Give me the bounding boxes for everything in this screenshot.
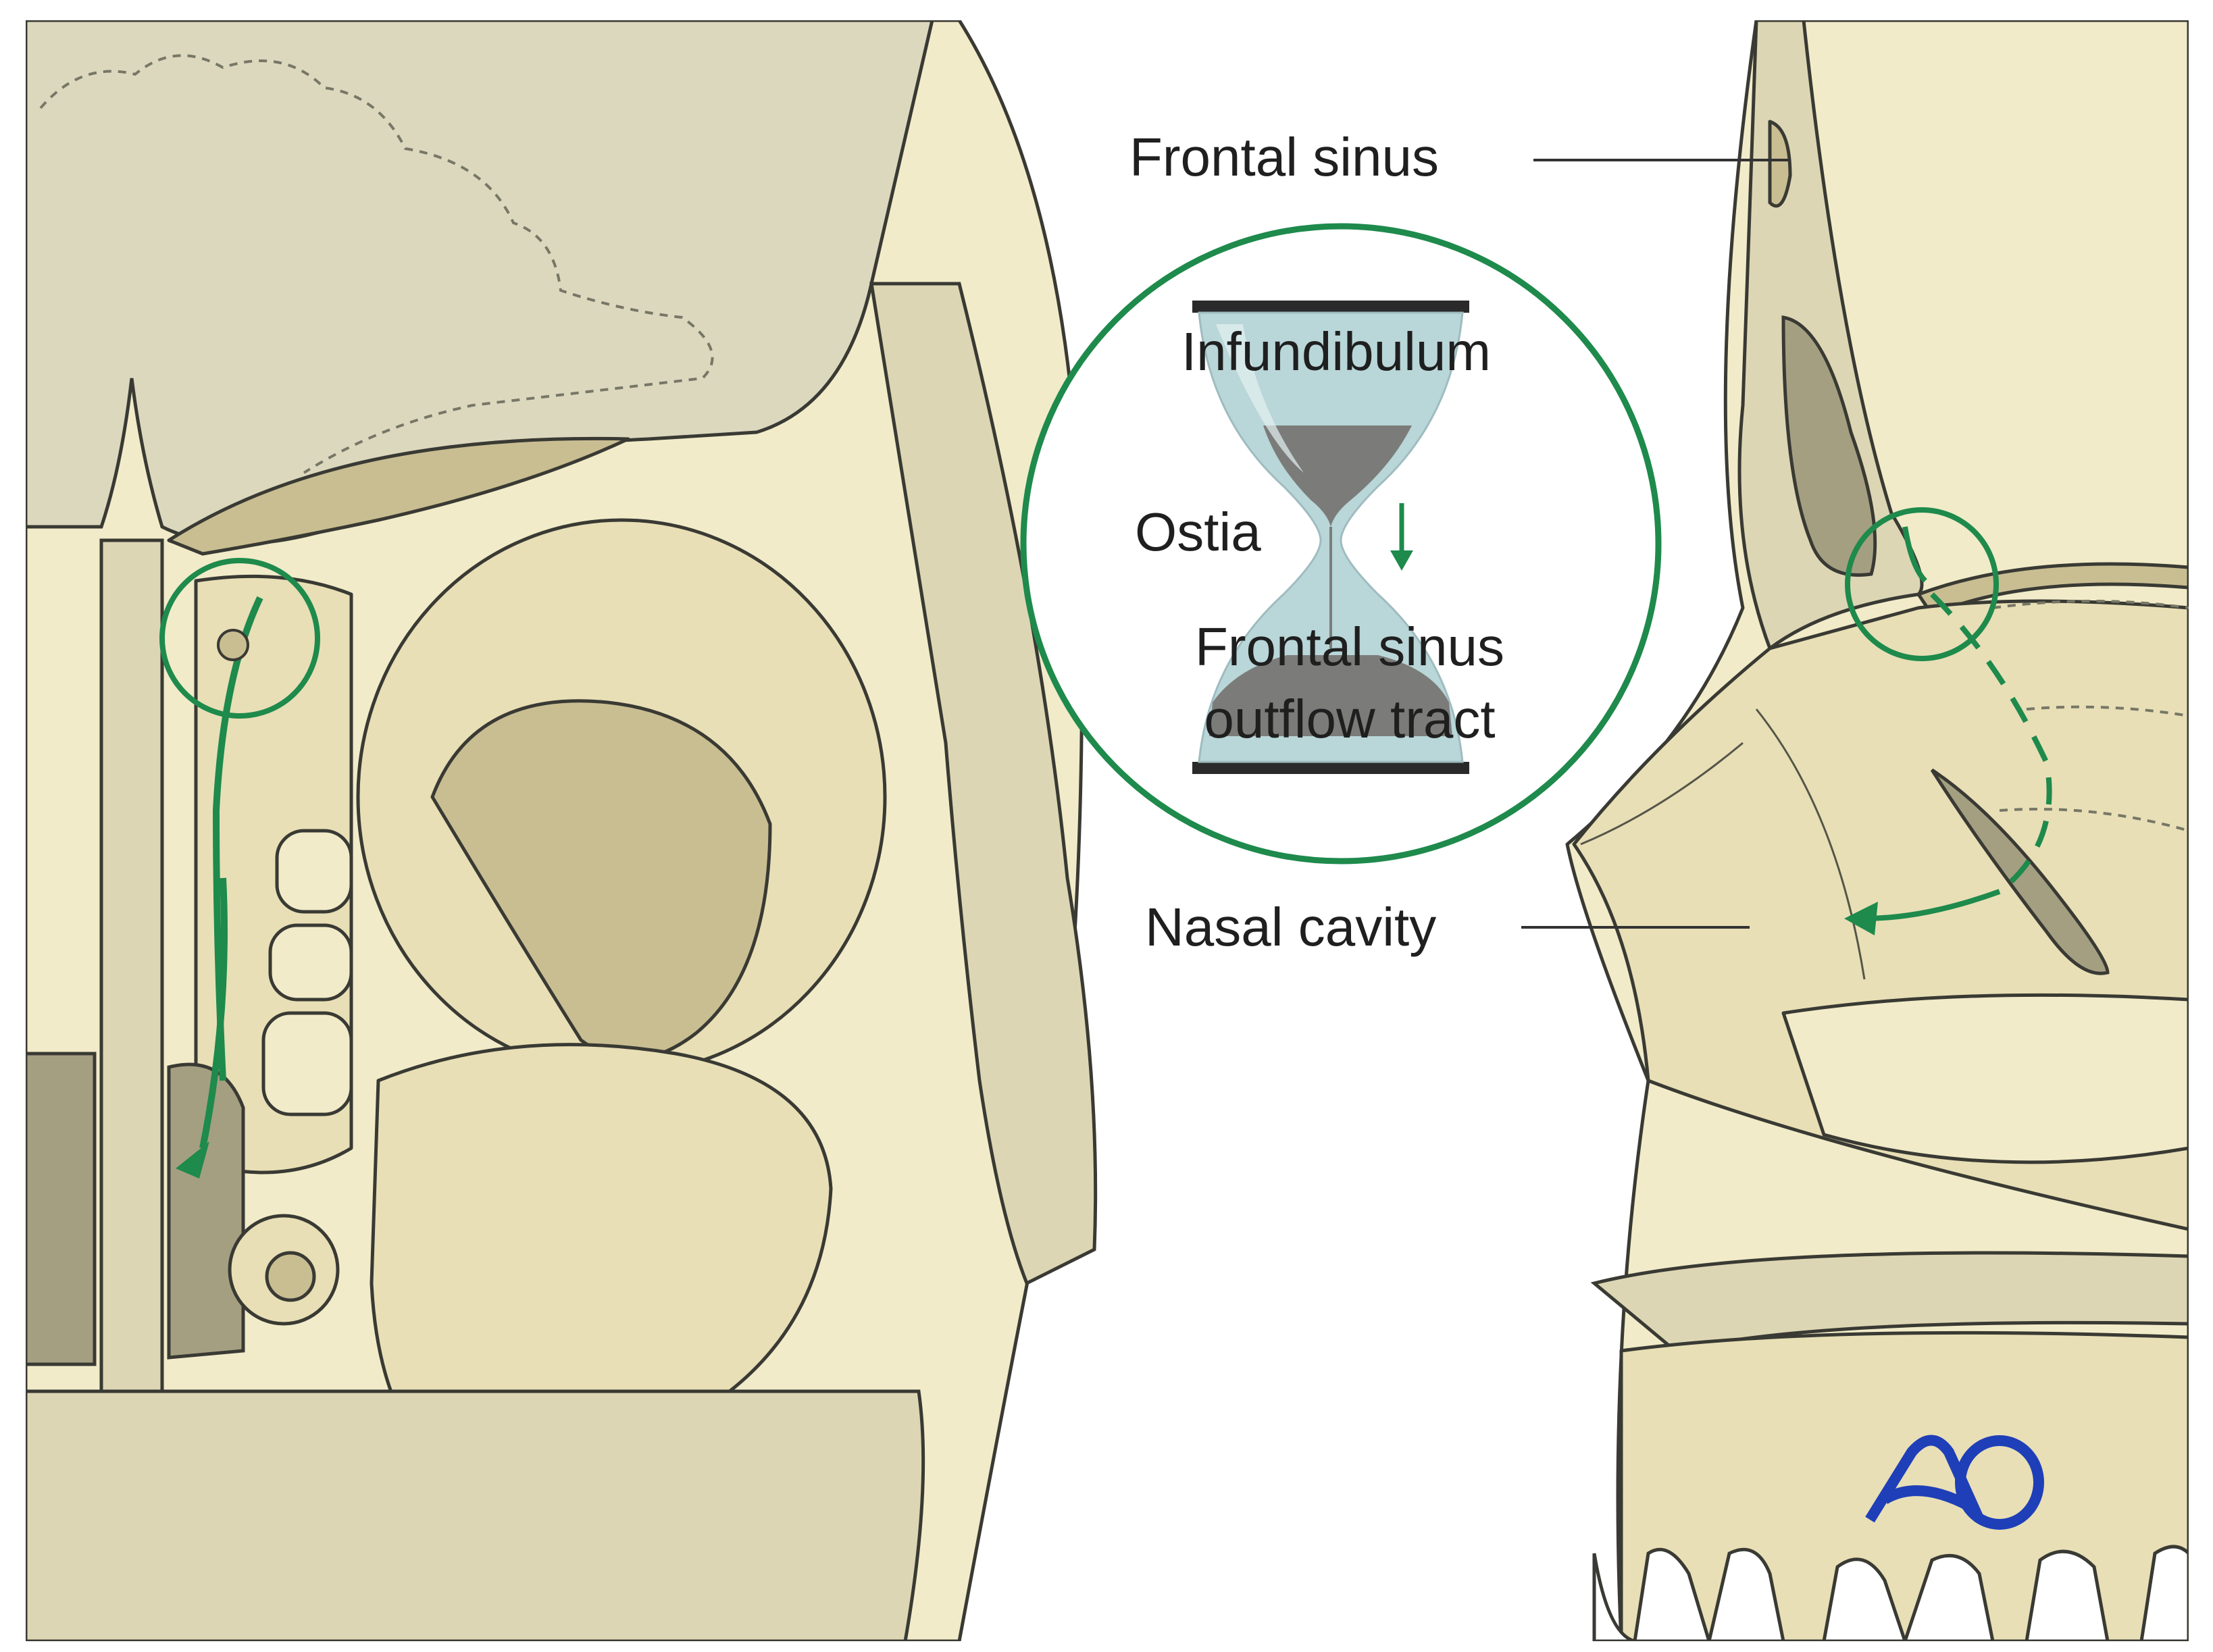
coronal-skull-panel [26, 20, 1098, 1641]
hourglass-sand-top [1263, 425, 1412, 527]
drainage-path-right-dashed [1930, 592, 2052, 894]
drainage-path-right [1902, 526, 1927, 583]
palate [26, 1389, 925, 1641]
frontal-sinus-label-group: Frontal sinus [1129, 127, 1790, 187]
ostium [217, 629, 249, 661]
turbinate-core [265, 1251, 316, 1302]
logo-letter-o [1955, 1435, 2044, 1530]
sagittal-skull-panel [1565, 20, 2189, 1641]
ethmoid-dashed [1992, 600, 2189, 832]
hourglass-callout: Infundibulum Ostia Frontal sinus outflow… [1020, 223, 1662, 864]
arrowhead [1390, 550, 1413, 571]
nasal-cavity-label-group: Nasal cavity [1145, 897, 1750, 957]
hourglass-icon [1192, 301, 1469, 774]
ethmoid-cell [268, 923, 353, 1002]
nasal-septum [99, 538, 164, 1641]
teeth [1592, 1545, 2189, 1641]
nasal-cavity-right [167, 1062, 245, 1360]
label-infundibulum: Infundibulum [1181, 321, 1491, 382]
nasal-cavity-lines [1580, 708, 1866, 980]
ethmoid-cell [275, 829, 353, 914]
label-ostia: Ostia [1135, 502, 1261, 562]
green-circle-highlight-icon [159, 558, 320, 719]
green-circle-highlight-icon [1845, 507, 1999, 661]
orbital-roof [167, 436, 630, 556]
label-fsot-line2: outflow tract [1204, 689, 1495, 749]
hourglass-top-cap [1192, 301, 1469, 313]
drainage-path-right-end [1864, 889, 2001, 921]
ao-logo-icon [1865, 1435, 2044, 1530]
green-arrow-left-icon [1844, 902, 1878, 935]
nasal-cavity-left [26, 1052, 97, 1366]
ethmoid-cell [261, 1011, 353, 1116]
hard-palate [1590, 1251, 2189, 1353]
inferior-turbinate-sagittal [1781, 993, 2189, 1164]
hourglass-bottom-cap [1192, 762, 1469, 774]
hourglass-sand-bottom [1209, 655, 1452, 736]
logo-letter-a [1865, 1435, 1985, 1523]
label-nasal-cavity: Nasal cavity [1145, 897, 1436, 957]
globe-shadow [430, 699, 772, 1061]
frontal-sinus-top [1768, 120, 1792, 208]
logo-letter-a-bar [1881, 1485, 1972, 1512]
drainage-path-left-lower [199, 877, 228, 1149]
label-fsot-line1: Frontal sinus [1195, 617, 1504, 677]
hourglass-highlight [1216, 324, 1304, 473]
green-arrow-down-icon [176, 1141, 209, 1179]
lateral-orbital-wall [869, 282, 1098, 1286]
frontal-sinus-cavity [1781, 315, 1877, 577]
label-frontal-sinus: Frontal sinus [1129, 127, 1439, 187]
